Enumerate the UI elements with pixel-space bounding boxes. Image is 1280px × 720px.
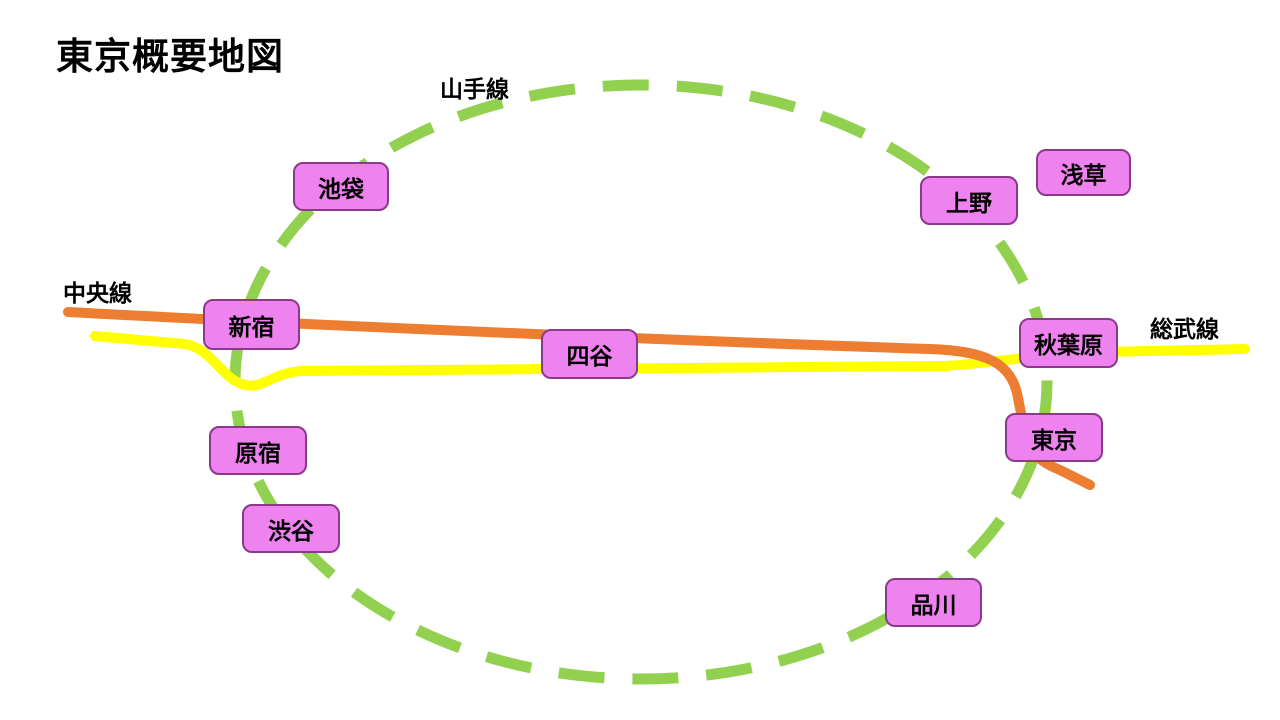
station-shibuya: 渋谷 <box>242 504 340 553</box>
yamanote-line-label: 山手線 <box>440 76 509 102</box>
station-yotsuya: 四谷 <box>541 329 638 379</box>
station-label: 東京 <box>1031 426 1077 453</box>
station-ikebukuro: 池袋 <box>293 162 389 211</box>
station-label: 新宿 <box>228 313 275 340</box>
station-shinjuku: 新宿 <box>203 299 300 350</box>
station-label: 渋谷 <box>268 517 314 544</box>
station-label: 四谷 <box>566 343 613 369</box>
station-label: 秋葉原 <box>1034 332 1103 358</box>
station-label: 品川 <box>910 591 957 618</box>
station-asakusa: 浅草 <box>1036 149 1131 196</box>
station-ueno: 上野 <box>920 176 1018 225</box>
station-label: 原宿 <box>235 439 281 466</box>
station-label: 浅草 <box>1060 161 1107 188</box>
chuo-line-label: 中央線 <box>63 280 132 306</box>
station-harajuku: 原宿 <box>209 426 307 475</box>
sobu-line-label: 総武線 <box>1150 316 1219 342</box>
station-akihabara: 秋葉原 <box>1019 318 1118 368</box>
station-label: 上野 <box>946 189 992 216</box>
station-label: 池袋 <box>318 175 364 202</box>
station-shinagawa: 品川 <box>885 578 982 627</box>
station-tokyo: 東京 <box>1005 413 1103 462</box>
page-title: 東京概要地図 <box>56 36 284 77</box>
